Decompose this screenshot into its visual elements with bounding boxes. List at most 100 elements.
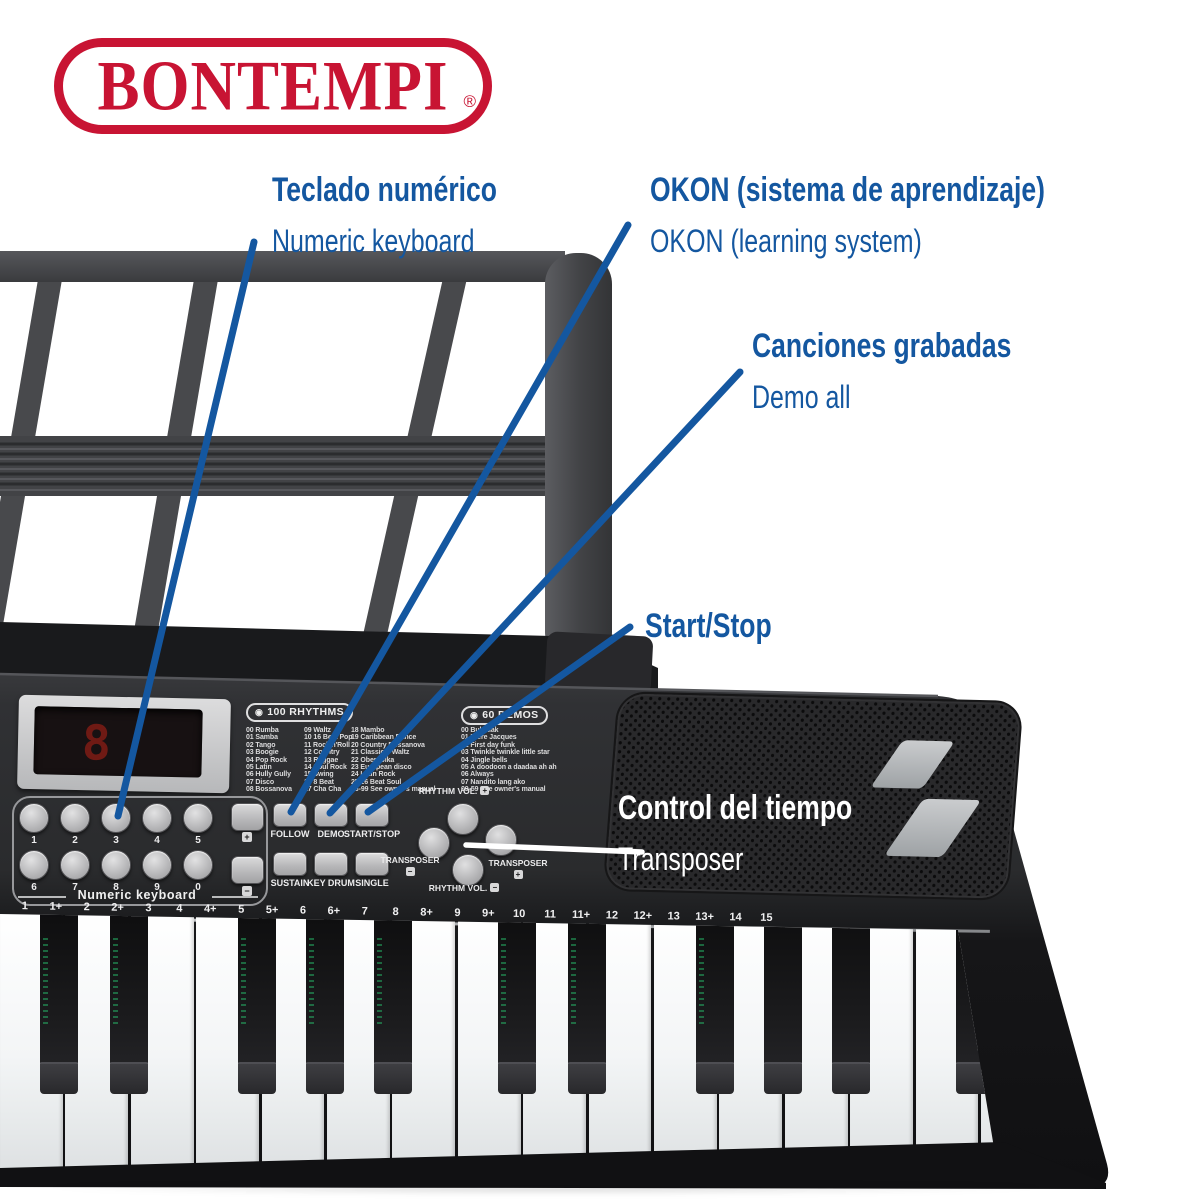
rhythms-header-badge: ◉100 RHYTHMS <box>246 703 354 722</box>
transposer-down-button[interactable] <box>418 827 450 859</box>
rhythm-vol-up-button[interactable] <box>447 803 479 835</box>
round-button[interactable] <box>183 850 213 880</box>
round-button[interactable] <box>183 803 213 833</box>
function-button[interactable]: KEY DRUM <box>295 852 367 888</box>
key-number-label: 12 <box>605 909 619 922</box>
annotation-time-control: Control del tiempo Transposer <box>618 789 853 877</box>
transposer-up-label: TRANSPOSER+ <box>488 858 548 879</box>
key-number-label: 5+ <box>265 904 279 917</box>
key-number-label: 4 <box>176 902 183 915</box>
numeric-button[interactable]: 8 <box>101 850 131 893</box>
black-key[interactable] <box>567 914 606 1094</box>
black-key[interactable] <box>831 914 870 1094</box>
key-number-label: 9+ <box>481 907 495 920</box>
numeric-button[interactable]: 1 <box>19 803 49 846</box>
record-icon: ◉ <box>255 707 264 717</box>
round-button[interactable] <box>142 850 172 880</box>
key-number-label: 8 <box>392 906 399 919</box>
key-number-label: 8+ <box>420 906 433 919</box>
numeric-button[interactable]: 9 <box>142 850 172 893</box>
annotation-okon: OKON (sistema de aprendizaje) OKON (lear… <box>650 171 1045 259</box>
lcd-digit: 8 <box>81 715 112 772</box>
rhythm-vol-up-label: RHYTHM VOL.+ <box>398 786 510 796</box>
square-button[interactable] <box>273 852 307 876</box>
key-number-label: 15 <box>760 911 773 924</box>
key-number-label: 6+ <box>327 904 341 918</box>
speaker-accent-slash <box>870 740 955 789</box>
square-button[interactable] <box>355 852 389 876</box>
key-number-label: 13 <box>667 910 680 923</box>
rhythm-vol-down-button[interactable] <box>452 854 484 886</box>
black-key-front <box>306 1062 344 1094</box>
key-number-label: 3 <box>145 902 152 915</box>
black-key-front <box>831 1062 870 1094</box>
numeric-button[interactable]: 6 <box>19 850 49 893</box>
round-button[interactable] <box>142 803 172 833</box>
black-key-front <box>110 1062 148 1094</box>
square-button[interactable] <box>355 803 389 827</box>
bontempi-logo: BONTEMPI ® <box>54 38 492 134</box>
round-button[interactable] <box>19 850 49 880</box>
annotation-numeric-keyboard: Teclado numérico Numeric keyboard <box>272 171 497 259</box>
key-number-label: 14 <box>729 911 742 924</box>
key-number-label: 12+ <box>633 909 653 923</box>
key-number-label: 4+ <box>203 903 217 916</box>
function-button[interactable]: START/STOP <box>336 803 408 839</box>
numeric-button[interactable]: 4 <box>142 803 172 846</box>
black-key-front <box>238 1062 276 1094</box>
transposer-down-label: TRANSPOSER− <box>380 855 440 876</box>
annotation-recorded-songs: Canciones grabadas Demo all <box>752 327 1012 415</box>
registered-trademark-icon: ® <box>463 92 476 111</box>
minus-icon: − <box>405 867 415 876</box>
rhythm-list-col2: 09 Waltz 10 16 Beat Pop 11 Rock'n'Roll 1… <box>304 727 353 794</box>
round-button[interactable] <box>19 803 49 833</box>
square-button[interactable] <box>314 852 348 876</box>
demos-header-badge: ◉60 DEMOS <box>461 706 548 725</box>
black-key-front <box>763 1062 802 1094</box>
numeric-keyboard-label: Numeric keyboard <box>77 888 197 902</box>
lcd-display: 8 <box>33 706 203 778</box>
function-button[interactable]: SUSTAIN <box>254 852 326 888</box>
round-button[interactable] <box>101 803 131 833</box>
black-key[interactable] <box>695 914 734 1094</box>
plus-icon: + <box>480 786 490 795</box>
key-number-label: 13+ <box>695 910 715 924</box>
round-button[interactable] <box>60 850 90 880</box>
minus-icon: − <box>490 883 500 892</box>
black-key[interactable] <box>238 914 276 1094</box>
numeric-minus-button[interactable] <box>231 856 264 884</box>
numeric-button[interactable]: 7 <box>60 850 90 893</box>
key-number-label: 11 <box>544 908 557 921</box>
numeric-button[interactable]: 3 <box>101 803 131 846</box>
key-number-label: 7 <box>361 905 368 918</box>
annotation-start-stop: Start/Stop <box>645 607 772 645</box>
black-key-front <box>374 1062 412 1094</box>
numeric-button[interactable]: 2 <box>60 803 90 846</box>
black-key[interactable] <box>306 914 344 1094</box>
black-key[interactable] <box>497 914 536 1094</box>
round-button[interactable] <box>101 850 131 880</box>
round-button[interactable] <box>60 803 90 833</box>
black-key[interactable] <box>110 914 148 1094</box>
record-icon: ◉ <box>470 710 479 720</box>
brand-name: BONTEMPI <box>97 46 449 125</box>
key-number-label: 2+ <box>111 901 124 914</box>
key-number-label: 5 <box>238 903 245 916</box>
black-key-front <box>40 1062 78 1094</box>
numeric-button[interactable]: 5 <box>183 803 213 846</box>
black-key-front <box>695 1062 734 1094</box>
black-key[interactable] <box>40 914 78 1094</box>
key-number-label: 9 <box>454 906 461 920</box>
black-key[interactable] <box>763 914 802 1094</box>
transposer-up-button[interactable] <box>485 824 517 856</box>
rhythm-vol-down-label: RHYTHM VOL.− <box>408 883 520 893</box>
key-number-label: 1 <box>21 900 29 913</box>
black-key[interactable] <box>374 914 412 1094</box>
key-number-label: 1+ <box>49 900 63 913</box>
function-button[interactable]: SINGLE <box>336 852 408 888</box>
plus-icon: + <box>242 832 252 842</box>
numeric-button[interactable]: 0 <box>183 850 213 893</box>
key-number-label: 10 <box>513 907 526 921</box>
